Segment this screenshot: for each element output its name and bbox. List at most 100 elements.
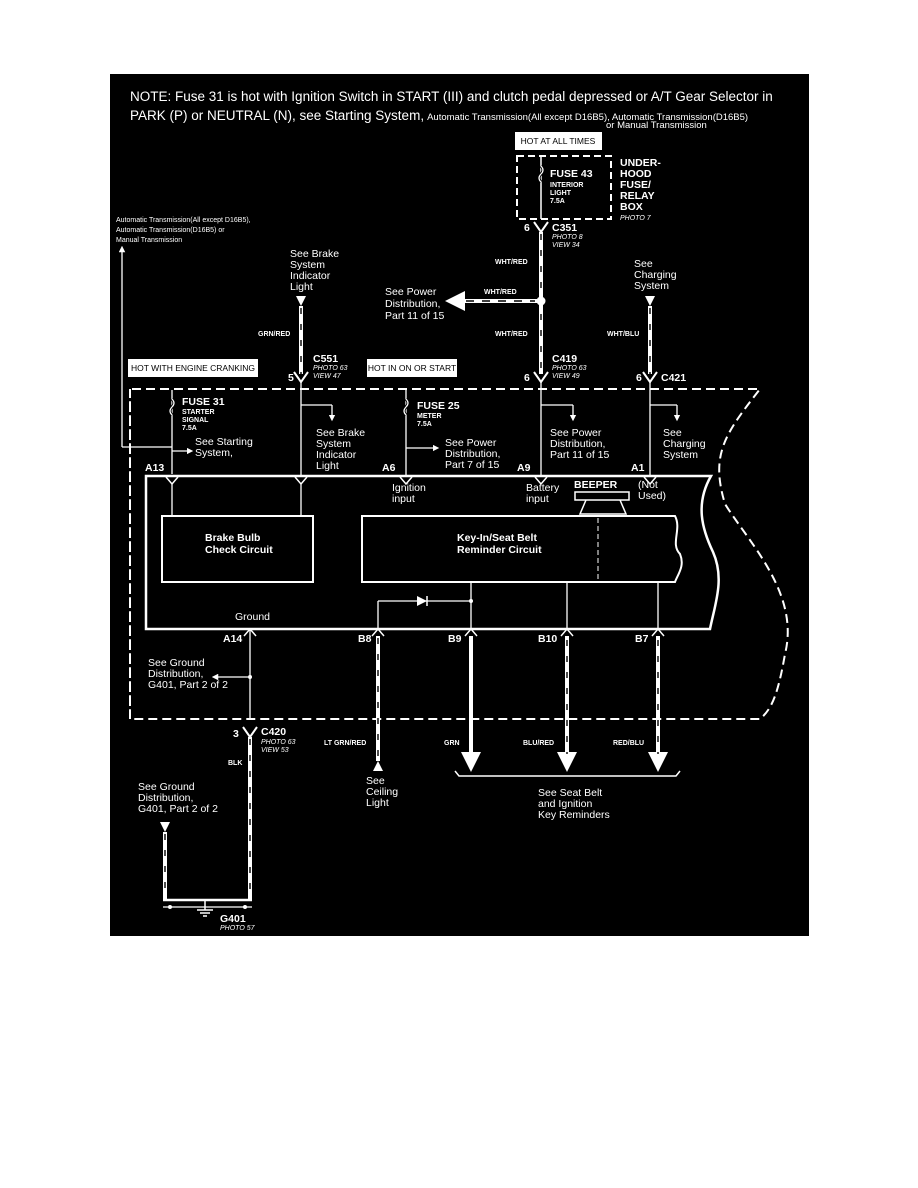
wire-label-lt-grn-red: LT GRN/RED	[324, 740, 366, 747]
fuse25-name: FUSE 25	[417, 400, 460, 412]
gauge-module-outline	[144, 474, 720, 631]
wire-label-wht-red-1: WHT/RED	[495, 259, 528, 266]
c420-view: VIEW 53	[261, 747, 289, 754]
c419-pin: 6	[524, 372, 530, 384]
wire-label-grn-red: GRN/RED	[258, 331, 290, 338]
relay-box-label3: FUSE/	[620, 179, 651, 191]
hot-on-start-box	[367, 359, 457, 377]
c421-name: C421	[661, 372, 686, 384]
splice-power-dist	[536, 296, 546, 306]
fuse31-desc1: STARTER	[182, 409, 215, 416]
fuse43-name: FUSE 43	[550, 168, 593, 180]
keyin-circuit-box	[361, 515, 683, 583]
pin-b9: B9	[448, 633, 462, 645]
fuse31-amp: 7.5A	[182, 425, 197, 432]
c419-view: VIEW 49	[552, 373, 580, 380]
pin-a9: A9	[517, 462, 531, 474]
relay-box-label5: BOX	[620, 201, 643, 213]
beeper-symbol	[574, 491, 630, 501]
ceiling-light-connector	[373, 761, 383, 771]
brake-bulb-circuit-box	[161, 515, 314, 583]
relay-box-label1: UNDER-	[620, 157, 661, 169]
pin-a14: A14	[223, 633, 242, 645]
fuse25-amp: 7.5A	[417, 421, 432, 428]
note-line1: NOTE: Fuse 31 is hot with Ignition Switc…	[130, 89, 773, 104]
fuse25-desc1: METER	[417, 413, 442, 420]
wiring-diagram-svg: NOTE: Fuse 31 is hot with Ignition Switc…	[116, 89, 789, 932]
c351-view: VIEW 34	[552, 242, 580, 249]
relay-box-label2: HOOD	[620, 168, 652, 180]
charging-top-connector	[645, 296, 655, 306]
c551-photo: PHOTO 63	[313, 365, 348, 372]
c351-pin: 6	[524, 222, 530, 234]
pin-a13: A13	[145, 462, 164, 474]
fuse43-desc1: INTERIOR	[550, 182, 583, 189]
c420-name: C420	[261, 726, 286, 738]
ground-g401-photo: PHOTO 57	[220, 925, 256, 932]
seatbelt-bracket	[454, 770, 681, 777]
ground-dist-connector	[160, 822, 170, 832]
c351-photo: PHOTO 8	[552, 234, 583, 241]
wire-label-wht-red-2: WHT/RED	[484, 289, 517, 296]
wiring-diagram: NOTE: Fuse 31 is hot with Ignition Switc…	[110, 74, 809, 936]
pin-a1: A1	[631, 462, 645, 474]
c551-name: C551	[313, 353, 338, 365]
underhood-relay-box	[516, 155, 612, 220]
module-ground: Ground	[235, 611, 270, 623]
diode-symbol	[417, 596, 427, 606]
hot-all-times-label: HOT AT ALL TIMES	[521, 136, 596, 146]
hot-engine-cranking-box	[128, 359, 258, 377]
c551-pin: 5	[288, 372, 294, 384]
c551-view: VIEW 47	[313, 373, 342, 380]
pin-b7: B7	[635, 633, 649, 645]
module-beeper: BEEPER	[574, 479, 618, 491]
relay-box-photo: PHOTO 7	[620, 215, 652, 222]
brake-top-connector	[296, 296, 306, 306]
c419-name: C419	[552, 353, 577, 365]
relay-box-label4: RELAY	[620, 190, 655, 202]
fuse31-name: FUSE 31	[182, 396, 225, 408]
pin-a6: A6	[382, 462, 396, 474]
hot-on-start-label: HOT IN ON OR START	[368, 363, 456, 373]
ref-auto-trans: Automatic Transmission(All except D16B5)…	[116, 217, 251, 244]
wire-label-wht-red-3: WHT/RED	[495, 331, 528, 338]
wire-label-grn: GRN	[444, 740, 460, 747]
c421-pin: 6	[636, 372, 642, 384]
pin-b10: B10	[538, 633, 557, 645]
wire-label-blk: BLK	[228, 760, 242, 767]
ground-g401-name: G401	[220, 913, 246, 925]
wire-label-blu-red: BLU/RED	[523, 740, 554, 747]
note-line2: PARK (P) or NEUTRAL (N), see Starting Sy…	[130, 108, 748, 123]
c420-connector	[242, 726, 258, 739]
wire-label-red-blu: RED/BLU	[613, 740, 644, 747]
c419-photo: PHOTO 63	[552, 365, 587, 372]
fuse43-amp: 7.5A	[550, 198, 565, 205]
hot-all-times-box	[515, 132, 602, 150]
fuse31-desc2: SIGNAL	[182, 417, 209, 424]
pin-b8: B8	[358, 633, 372, 645]
c351-name: C351	[552, 222, 577, 234]
c420-photo: PHOTO 63	[261, 739, 296, 746]
hot-engine-cranking-label: HOT WITH ENGINE CRANKING	[131, 363, 255, 373]
note-line3: or Manual Transmission	[606, 120, 707, 131]
fuse43-desc2: LIGHT	[550, 190, 572, 197]
c351-connector	[533, 221, 549, 234]
gauge-assembly-outline	[129, 388, 789, 720]
